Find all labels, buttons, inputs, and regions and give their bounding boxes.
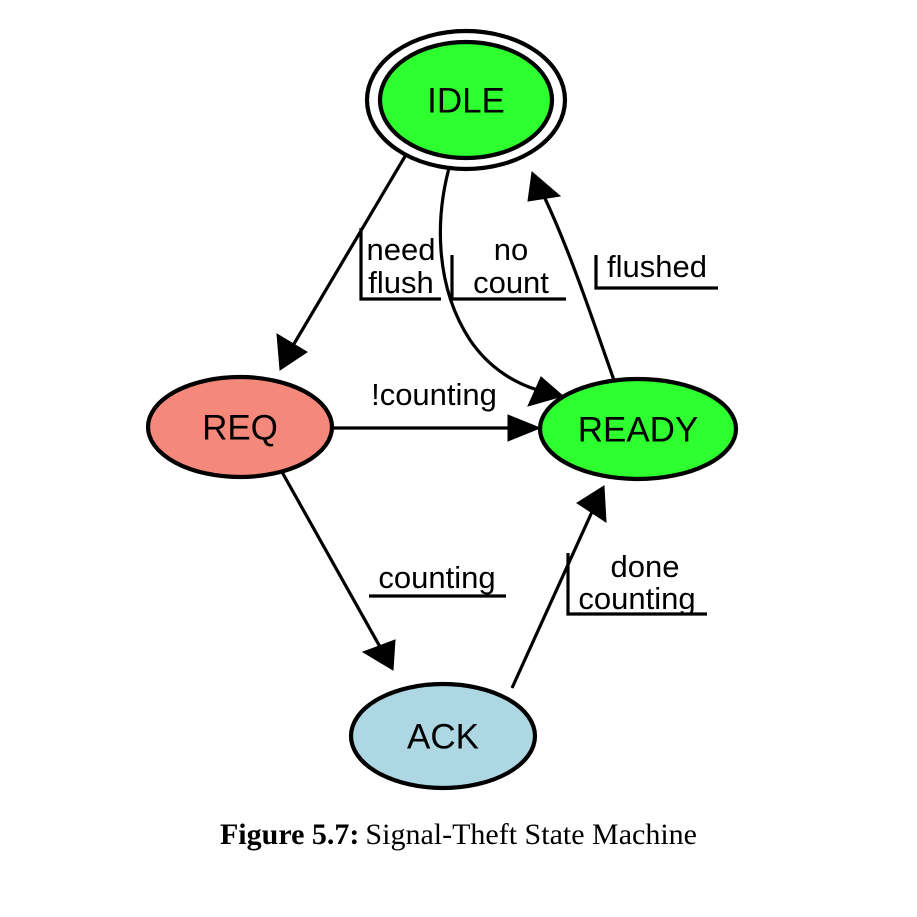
figure-caption: Figure 5.7:Signal-Theft State Machine [0,818,917,852]
state-node-ack-ellipse [348,681,538,791]
edge-req-to-ack-label: counting [378,560,495,595]
edge-idle-to-req-label-line1: need [367,232,436,267]
edge-req-to-ready: !counting [332,377,542,442]
edge-ready-to-idle-line [538,187,617,384]
state-machine-diagram: need flush no count flushed !counting [145,28,739,791]
figure-caption-text: Signal-Theft State Machine [365,818,697,851]
edge-ack-to-ready: done counting [510,485,707,689]
edge-idle-to-req-label-rule [359,228,441,301]
state-node-req[interactable]: REQ [145,374,335,480]
edge-idle-to-req: need flush [276,152,441,371]
edge-req-to-ready-label: !counting [371,377,497,412]
state-node-req-label: REQ [202,409,278,448]
figure-caption-number: Figure 5.7: [219,818,360,851]
state-node-ready[interactable]: READY [537,376,739,482]
edge-idle-to-ready: no count [438,160,566,407]
state-node-ready-ellipse [537,376,739,482]
edge-ack-to-ready-label-line1: done [611,549,680,584]
edge-ready-to-idle-arrowhead [527,171,562,202]
edge-req-to-ack: counting [280,471,506,671]
edge-idle-to-req-label-line2: flush [368,265,433,300]
edge-idle-to-ready-label-line2: count [473,265,549,300]
edge-req-to-ack-arrowhead [361,639,396,671]
edge-req-to-ack-line [280,471,386,655]
edge-idle-to-ready-arrowhead [527,376,565,407]
state-node-idle-label: IDLE [427,82,505,121]
edge-ready-to-idle-label: flushed [607,249,707,284]
state-node-idle[interactable]: IDLE [364,28,568,172]
edge-idle-to-ready-label-rule [450,255,566,301]
edge-idle-to-req-line [286,152,409,355]
edge-ack-to-ready-arrowhead [576,485,607,523]
state-node-ack[interactable]: ACK [348,681,538,791]
state-node-ready-label: READY [578,411,699,450]
edge-idle-to-ready-line [438,160,546,394]
state-node-ack-label: ACK [407,718,479,757]
edge-ack-to-ready-label-line2: counting [578,581,695,616]
edge-req-to-ready-arrowhead [507,414,542,442]
edge-idle-to-req-arrowhead [276,333,308,371]
state-node-req-ellipse [145,374,335,480]
edge-ack-to-ready-line [510,502,598,689]
edge-ready-to-idle: flushed [527,171,718,384]
edge-idle-to-ready-label-line1: no [494,232,528,267]
edge-ready-to-idle-label-rule [594,255,718,290]
state-node-idle-ellipse [377,39,555,161]
edge-ack-to-ready-label-rule [566,553,707,616]
